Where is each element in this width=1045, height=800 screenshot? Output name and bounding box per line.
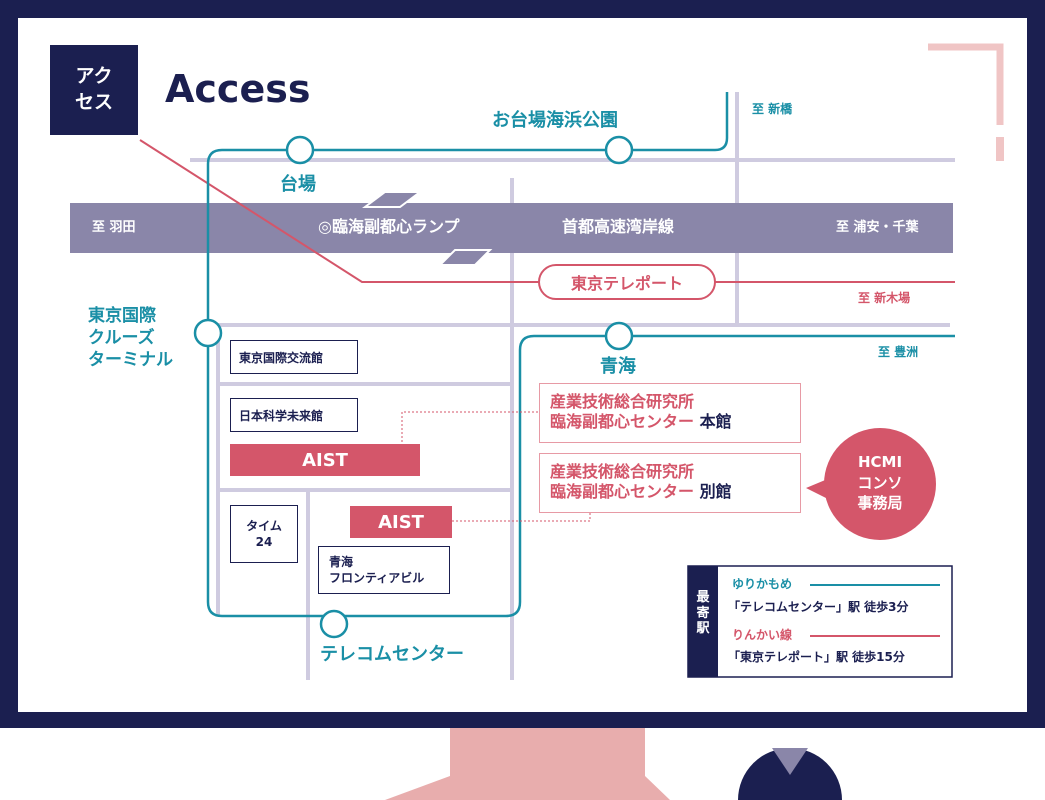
monitor-frame — [0, 0, 1045, 18]
highway-band — [70, 203, 953, 253]
station-daiba: 台場 — [280, 174, 316, 195]
monitor-neck — [450, 728, 645, 776]
highway-ramp: ◎臨海副都心ランプ — [318, 217, 460, 236]
yurikamome-access: 「テレコムセンター」駅 徒歩3分 — [728, 600, 909, 614]
station-telecom-center: テレコムセンター — [320, 644, 464, 665]
page-title: Access — [165, 67, 311, 111]
aist-main-line-2: 臨海副都心センター — [550, 412, 695, 431]
building-times24: タイム 24 — [230, 505, 298, 563]
aist-annex-line-1: 産業技術総合研究所 — [550, 462, 695, 481]
aist-block-1: AIST — [230, 444, 420, 476]
direction-toyosu: 至 豊洲 — [878, 345, 919, 359]
ramp-arrow-up — [362, 191, 423, 208]
rinkai-label: りんかい線 — [732, 628, 793, 642]
station-cruise-terminal: 東京国際 クルーズ ターミナル — [88, 306, 173, 371]
highway-to-urayasu: 至 浦安・千葉 — [836, 220, 919, 235]
badge-line-1: アク — [75, 65, 113, 88]
hcmi-bubble — [824, 428, 936, 540]
yurikamome-line — [206, 92, 955, 618]
cruise-line-1: 東京国際 — [88, 306, 156, 326]
frontier-line-2: フロンティアビル — [329, 571, 425, 585]
aist-block-2: AIST — [350, 506, 452, 538]
times24-line-1: タイム — [246, 518, 282, 533]
building-exchange-hall: 東京国際交流館 — [230, 340, 358, 374]
corner-decoration — [928, 43, 1004, 125]
aist-annex-building: 産業技術総合研究所 臨海副都心センター 別館 — [539, 453, 801, 513]
hcmi-line-3: 事務局 — [857, 494, 903, 513]
monitor-stand-base — [385, 776, 670, 800]
direction-shinbashi: 至 新橋 — [752, 102, 793, 116]
station-aomi: 青海 — [600, 356, 636, 377]
nearest-station-label: 最寄駅 — [696, 590, 710, 637]
aist-main-suffix: 本館 — [699, 412, 732, 431]
aist-annex-line-2: 臨海副都心センター — [550, 482, 695, 501]
badge-line-2: セス — [74, 91, 113, 113]
aist-annex-suffix: 別館 — [699, 482, 732, 501]
station-markers — [193, 135, 634, 639]
access-badge: アク セス — [50, 45, 138, 135]
times24-line-2: 24 — [255, 535, 273, 549]
hcmi-line-2: コンソ — [857, 473, 903, 492]
building-miraikan: 日本科学未来館 — [230, 398, 358, 432]
building-aomi-frontier: 青海 フロンティアビル — [318, 546, 450, 594]
roads — [190, 92, 955, 680]
direction-shinkiba: 至 新木場 — [858, 291, 911, 305]
aist-main-building: 産業技術総合研究所 臨海副都心センター 本館 — [539, 383, 801, 443]
cruise-line-3: ターミナル — [88, 349, 173, 370]
yurikamome-label: ゆりかもめ — [732, 577, 793, 591]
aist-main-line-1: 産業技術総合研究所 — [550, 392, 695, 411]
rinkai-line — [139, 139, 955, 283]
highway-name: 首都高速湾岸線 — [562, 217, 675, 236]
hcmi-office-label: HCMI コンソ 事務局 — [824, 452, 936, 514]
station-tokyo-teleport: 東京テレポート — [538, 264, 716, 300]
frontier-line-1: 青海 — [329, 554, 354, 569]
hcmi-line-1: HCMI — [857, 453, 903, 471]
rinkai-access: 「東京テレポート」駅 徒歩15分 — [728, 650, 905, 664]
ramp-arrow-down — [437, 249, 493, 266]
highway-to-haneda: 至 羽田 — [92, 220, 136, 235]
cruise-line-2: クルーズ — [88, 327, 155, 348]
station-odaiba-kaihin-koen: お台場海浜公園 — [492, 110, 618, 131]
